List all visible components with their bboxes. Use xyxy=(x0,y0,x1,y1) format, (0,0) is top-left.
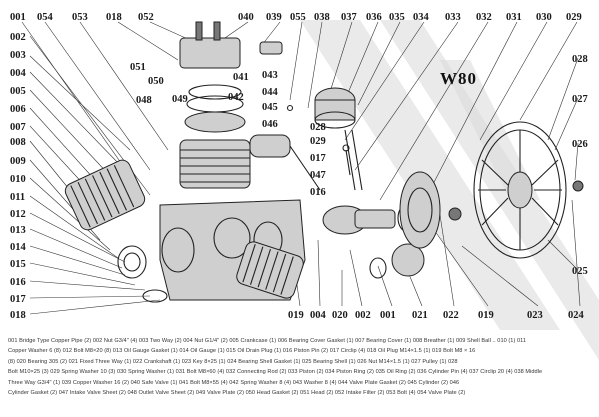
part-number: 005 xyxy=(10,86,26,97)
part-number: 037 xyxy=(341,12,357,23)
part-number: 016 xyxy=(10,277,26,288)
part-number: 055 xyxy=(290,12,306,23)
part-number: 027 xyxy=(572,94,588,105)
part-number: 017 xyxy=(10,294,26,305)
part-number: 040 xyxy=(238,12,254,23)
right-part-numbers: 028 027 026 025 xyxy=(572,54,588,277)
bottom-part-numbers: 019 004 020 002 001 021 022 019 023 024 xyxy=(288,310,585,321)
part-number: 044 xyxy=(262,87,279,98)
legend-line: Cylinder Gasket (2) 047 Intake Valve She… xyxy=(8,390,466,397)
part-number: 014 xyxy=(10,242,27,253)
legend-line: (8) 020 Bearing 305 (2) 021 Fixed Three … xyxy=(8,358,458,365)
center-part-numbers: 051 050 049 048 041 043 042 044 045 046 … xyxy=(130,62,326,198)
part-number: 036 xyxy=(366,12,382,23)
part-number: 028 xyxy=(310,122,326,133)
part-number: 011 xyxy=(10,192,25,203)
part-number: 030 xyxy=(536,12,552,23)
right-lower-cylinder xyxy=(236,241,304,299)
part-number: 013 xyxy=(10,225,26,236)
part-number: 004 xyxy=(310,310,327,321)
part-number: 001 xyxy=(380,310,396,321)
part-number: 029 xyxy=(566,12,582,23)
cylinder-head-top xyxy=(179,21,283,69)
part-number: 025 xyxy=(572,266,588,277)
part-number: 053 xyxy=(72,12,88,23)
oil-gauge-parts xyxy=(117,245,168,303)
part-number: 041 xyxy=(233,72,249,83)
upper-cylinder xyxy=(179,84,251,189)
part-number: 042 xyxy=(228,92,244,103)
part-number: 002 xyxy=(10,32,26,43)
part-number: 023 xyxy=(527,310,543,321)
model-title: W80 xyxy=(440,69,477,88)
part-number: 020 xyxy=(332,310,348,321)
small-bolts xyxy=(286,104,351,176)
part-number: 002 xyxy=(355,310,371,321)
part-number: 016 xyxy=(310,187,326,198)
part-number: 046 xyxy=(262,119,278,130)
legend-line: 001 Bridge Type Copper Pipe (2) 002 Nut … xyxy=(8,338,527,344)
legend-line: Bolt M10×25 (3) 029 Spring Washer 10 (3)… xyxy=(8,369,543,376)
part-number: 029 xyxy=(310,136,326,147)
part-number: 008 xyxy=(10,137,26,148)
part-number: 052 xyxy=(138,12,154,23)
part-number: 048 xyxy=(136,95,152,106)
top-part-numbers: 001 054 053 018 052 040 039 055 038 037 … xyxy=(10,12,582,23)
part-number: 047 xyxy=(310,170,326,181)
part-number: 004 xyxy=(10,68,27,79)
part-number: 003 xyxy=(10,50,26,61)
part-number: 010 xyxy=(10,174,26,185)
part-number: 050 xyxy=(148,76,164,87)
pulley xyxy=(473,121,584,259)
part-number: 012 xyxy=(10,209,26,220)
part-number: 043 xyxy=(262,70,278,81)
left-cylinder xyxy=(64,159,146,231)
part-number: 001 xyxy=(10,12,26,23)
part-number: 049 xyxy=(172,94,188,105)
part-number: 026 xyxy=(572,139,588,150)
part-number: 019 xyxy=(478,310,494,321)
crankshaft xyxy=(322,203,425,279)
part-number: 045 xyxy=(262,102,278,113)
part-number: 006 xyxy=(10,104,26,115)
part-number: 019 xyxy=(288,310,304,321)
part-number: 054 xyxy=(37,12,54,23)
bearing-cover xyxy=(399,171,462,249)
part-number: 031 xyxy=(506,12,522,23)
part-number: 017 xyxy=(310,153,326,164)
part-number: 028 xyxy=(572,54,588,65)
part-number: 018 xyxy=(10,310,26,321)
leader-lines xyxy=(21,21,581,315)
part-number: 024 xyxy=(568,310,585,321)
legend-line: Three Way G3/4" (1) 039 Copper Washer 16… xyxy=(8,379,460,386)
part-number: 039 xyxy=(266,12,282,23)
part-number: 032 xyxy=(476,12,492,23)
part-number: 007 xyxy=(10,122,26,133)
piston-and-rod xyxy=(249,87,363,191)
part-number: 015 xyxy=(10,259,26,270)
parts-legend: 001 Bridge Type Copper Pipe (2) 002 Nut … xyxy=(8,336,592,398)
left-part-numbers: 002 003 004 005 006 007 008 009 010 011 … xyxy=(10,32,27,321)
part-number: 009 xyxy=(10,156,26,167)
part-number: 033 xyxy=(445,12,461,23)
part-number: 021 xyxy=(412,310,428,321)
legend-line: Copper Washer 6 (8) 012 Bolt M8×20 (8) 0… xyxy=(8,348,476,355)
part-number: 035 xyxy=(389,12,405,23)
part-number: 022 xyxy=(443,310,459,321)
part-number: 051 xyxy=(130,62,146,73)
part-number: 038 xyxy=(314,12,330,23)
part-number: 034 xyxy=(413,12,430,23)
part-number: 018 xyxy=(106,12,122,23)
